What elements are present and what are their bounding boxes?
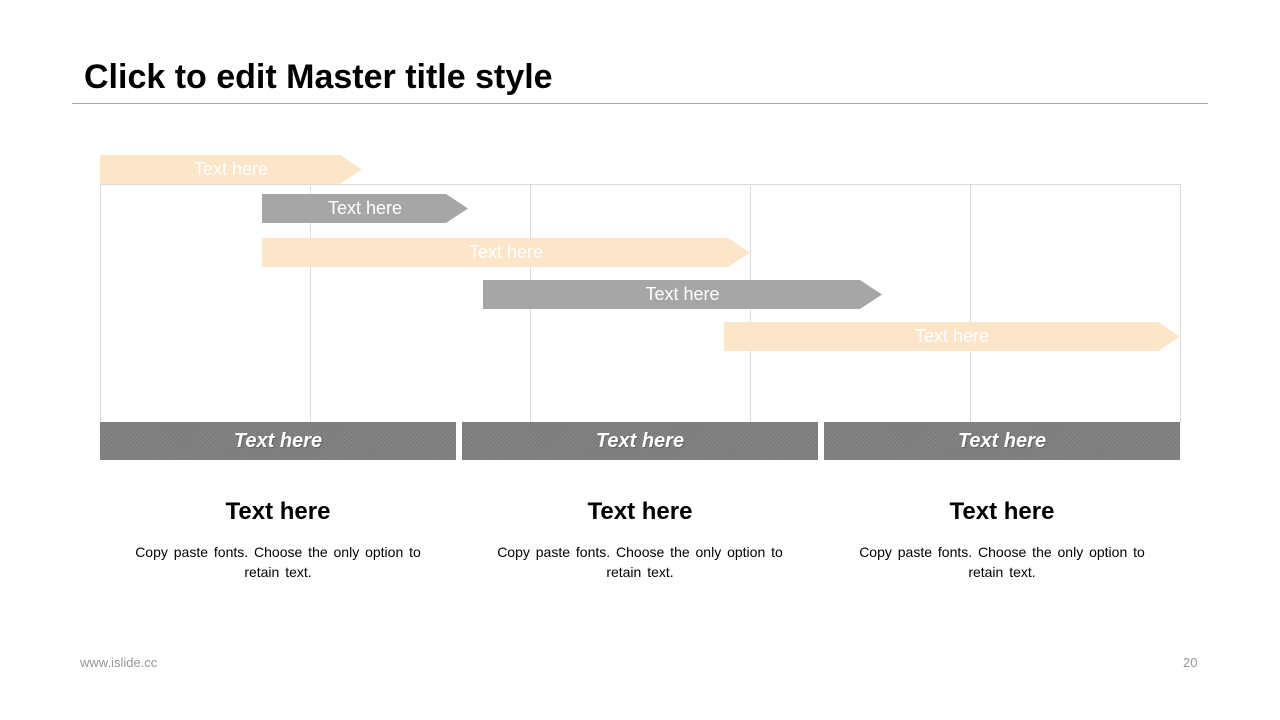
text-column-1: Text here Copy paste fonts. Choose the o… <box>100 498 456 582</box>
phase-bar-2[interactable]: Text here <box>462 422 818 460</box>
column-body[interactable]: Copy paste fonts. Choose the only option… <box>135 544 421 580</box>
column-heading[interactable]: Text here <box>949 498 1055 525</box>
title-divider-line <box>72 103 1208 104</box>
chart-gridline <box>970 184 971 422</box>
footer-website-url: www.islide.cc <box>80 655 158 670</box>
chart-gridline <box>100 184 101 422</box>
timeline-arrow-bar-5[interactable]: Text here <box>724 322 1180 351</box>
page-number: 20 <box>1183 655 1198 670</box>
text-column-2: Text here Copy paste fonts. Choose the o… <box>462 498 818 582</box>
slide-title[interactable]: Click to edit Master title style <box>84 58 553 96</box>
column-body[interactable]: Copy paste fonts. Choose the only option… <box>497 544 783 580</box>
timeline-arrow-bar-3[interactable]: Text here <box>262 238 750 267</box>
column-heading[interactable]: Text here <box>225 498 331 525</box>
phase-bar-1[interactable]: Text here <box>100 422 456 460</box>
text-column-3: Text here Copy paste fonts. Choose the o… <box>824 498 1180 582</box>
column-body[interactable]: Copy paste fonts. Choose the only option… <box>859 544 1145 580</box>
timeline-arrow-bar-2[interactable]: Text here <box>262 194 468 223</box>
phase-bar-3[interactable]: Text here <box>824 422 1180 460</box>
column-heading[interactable]: Text here <box>587 498 693 525</box>
chart-gridline <box>1180 184 1181 422</box>
timeline-arrow-bar-1[interactable]: Text here <box>100 155 362 184</box>
chart-gridline <box>310 184 311 422</box>
timeline-arrow-bar-4[interactable]: Text here <box>483 280 882 309</box>
chart-top-border <box>100 184 1180 185</box>
